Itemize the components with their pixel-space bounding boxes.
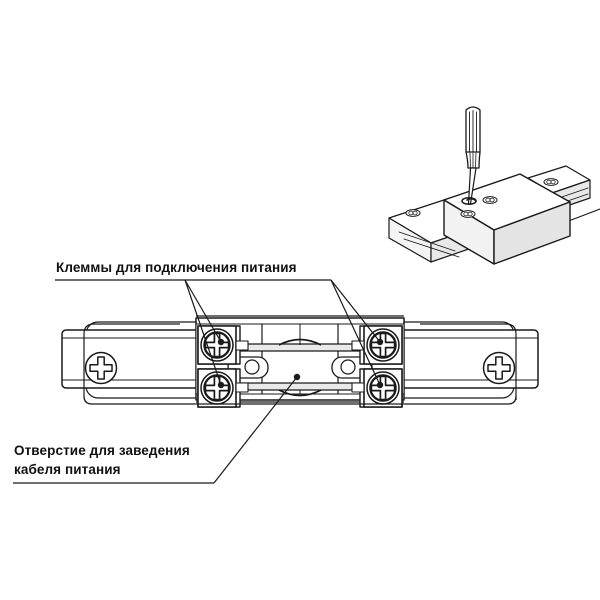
terminal-block-top-left <box>196 324 249 366</box>
terminals-leader-1 <box>184 279 222 343</box>
contact-bar-bottom <box>235 382 365 391</box>
right-end-cap <box>395 329 539 389</box>
center-arc-bottom <box>278 389 322 397</box>
cable-hole-leader <box>213 376 298 484</box>
left-end-cap <box>61 329 205 389</box>
callout-cable-hole <box>13 373 301 484</box>
terminals-leader-3 <box>330 279 381 343</box>
track-connector-front-view <box>61 315 539 409</box>
callout-terminals <box>55 279 384 389</box>
inset-connector-body <box>443 173 571 265</box>
screwdriver-icon <box>461 106 481 205</box>
terminal-block-top-right <box>351 324 404 366</box>
terminals-leader-4 <box>330 279 381 386</box>
label-terminals: Клеммы для подключения питания <box>56 260 297 275</box>
installation-isometric-inset <box>388 106 600 265</box>
lower-shell-edge <box>92 395 517 405</box>
label-cable-hole-line1: Отверстие для заведения <box>14 443 190 458</box>
terminal-block-bottom-left <box>196 367 249 409</box>
contact-bar-top <box>235 343 365 352</box>
terminal-block-bottom-right <box>351 367 404 409</box>
label-cable-hole-line2: кабеля питания <box>14 462 121 477</box>
terminals-leader-2 <box>184 279 222 386</box>
